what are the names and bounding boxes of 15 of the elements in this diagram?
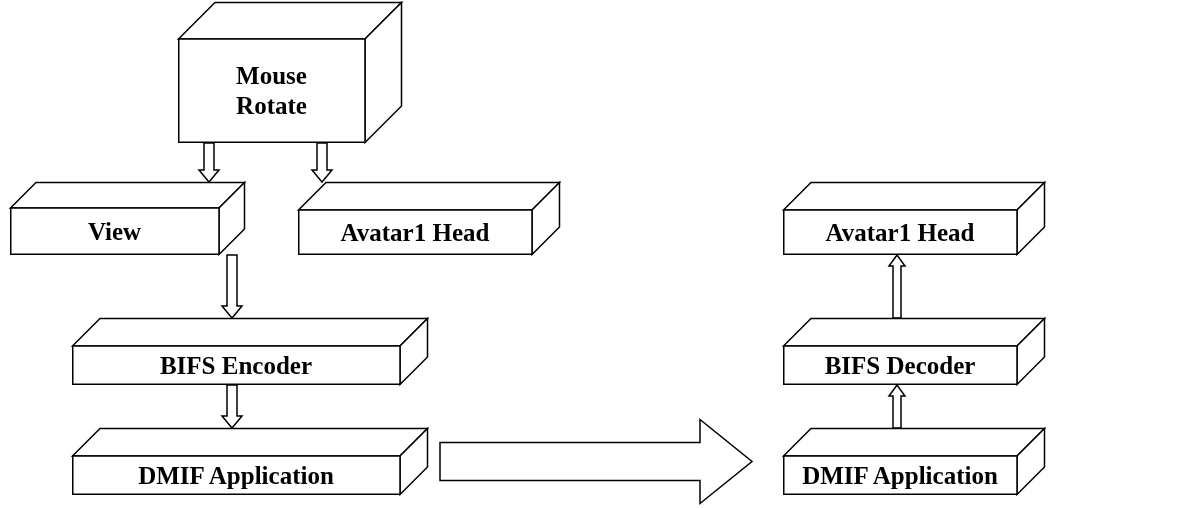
box-label: Avatar1 Head <box>825 217 975 248</box>
block-arrow <box>887 383 907 429</box>
box-label: BIFS Encoder <box>159 350 313 381</box>
box-label: Avatar1 Head <box>340 217 490 248</box>
box-label: BIFS Decoder <box>824 350 976 381</box>
block-arrow <box>439 417 754 506</box>
block-arrow <box>310 142 334 184</box>
box-label: DMIF Application <box>802 460 998 491</box>
block-arrow <box>220 254 244 320</box>
block-arrow <box>220 384 244 430</box>
box-label: Mouse Rotate <box>235 61 308 121</box>
box-label: View <box>87 216 142 247</box>
block-arrow <box>197 142 221 184</box>
box-label: DMIF Application <box>138 460 334 491</box>
block-arrow <box>887 253 907 319</box>
